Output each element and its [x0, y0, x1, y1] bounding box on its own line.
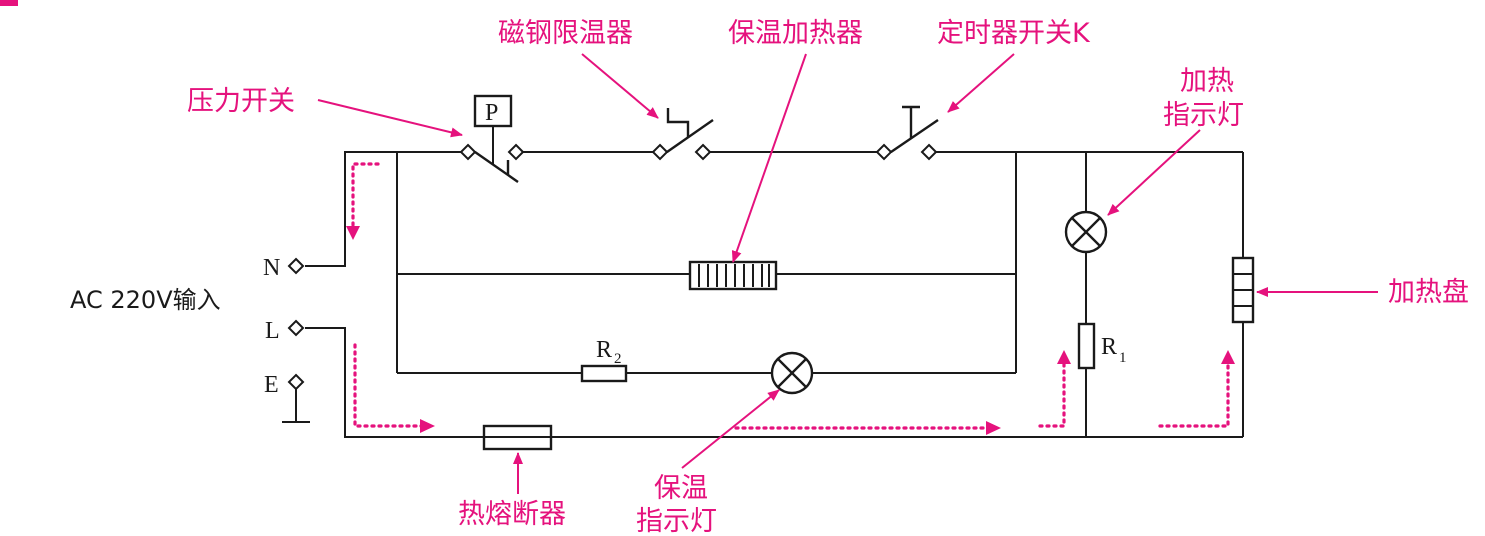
- terminal-e: [282, 373, 310, 423]
- input-label: AC 220V输入: [70, 286, 221, 314]
- warming-indicator-label-2: 指示灯: [636, 506, 717, 536]
- flow-path-plate: [1158, 360, 1230, 428]
- arrow-heating-indicator: [1107, 129, 1201, 216]
- heating-plate-icon: [1231, 256, 1255, 324]
- corner-decoration: [0, 0, 18, 6]
- warming-indicator-label-1: 保温: [654, 473, 708, 504]
- terminal-e-diamond: [287, 373, 305, 391]
- terminal-n-diamond: [287, 257, 305, 275]
- terminal-l: [287, 319, 305, 337]
- r1-subscript: 1: [1119, 350, 1127, 366]
- pointer-arrows: [317, 53, 1378, 494]
- arrow-magnetic-limiter: [581, 53, 659, 119]
- flow-path-r1: [1038, 360, 1066, 428]
- thermal-fuse-label: 热熔断器: [458, 499, 566, 530]
- terminal-l-diamond: [287, 319, 305, 337]
- terminal-n-label: N: [263, 255, 280, 281]
- resistor-r1-icon: [1077, 322, 1096, 370]
- flow-arrowhead-n: [346, 226, 360, 240]
- arrow-warming-indicator: [681, 389, 780, 469]
- timer-switch-label: 定时器开关K: [937, 18, 1091, 49]
- resistor-r2-icon: [580, 364, 628, 383]
- magnetic-limiter-label: 磁钢限温器: [498, 18, 633, 49]
- heating-plate-label: 加热盘: [1388, 277, 1469, 308]
- pressure-switch-icon: P: [459, 94, 525, 183]
- heating-lamp-icon: [1064, 210, 1108, 254]
- warming-heater-icon: [688, 260, 778, 291]
- flow-path-l: [353, 343, 424, 428]
- timer-switch-icon: [875, 105, 939, 161]
- arrow-timer-switch: [947, 53, 1015, 113]
- terminal-e-label: E: [264, 372, 279, 398]
- arrow-pressure-switch: [317, 99, 463, 138]
- thermal-fuse-icon: [482, 424, 553, 451]
- flow-arrowhead-bottom: [986, 421, 1001, 435]
- r1-label: R: [1101, 334, 1117, 360]
- r2-label: R: [596, 337, 612, 363]
- flow-arrowhead-l: [420, 419, 435, 433]
- heating-indicator-label-2: 指示灯: [1163, 100, 1244, 131]
- magnetic-limiter-icon: [651, 108, 714, 161]
- warming-lamp-icon: [770, 351, 814, 395]
- flow-path-n: [351, 162, 380, 230]
- warming-heater-label: 保温加热器: [728, 18, 863, 49]
- flow-arrowhead-plate: [1221, 350, 1235, 364]
- arrow-warming-heater: [731, 53, 807, 263]
- terminal-l-label: L: [265, 318, 280, 344]
- wiring: [305, 151, 1244, 438]
- flow-arrowhead-r1: [1057, 350, 1071, 364]
- terminal-n: [287, 257, 305, 275]
- current-flow-paths: [346, 162, 1235, 435]
- pressure-symbol-label: P: [485, 100, 498, 126]
- heating-indicator-label-1: 加热: [1180, 66, 1234, 97]
- r2-subscript: 2: [614, 351, 622, 367]
- pressure-switch-label: 压力开关: [187, 86, 295, 117]
